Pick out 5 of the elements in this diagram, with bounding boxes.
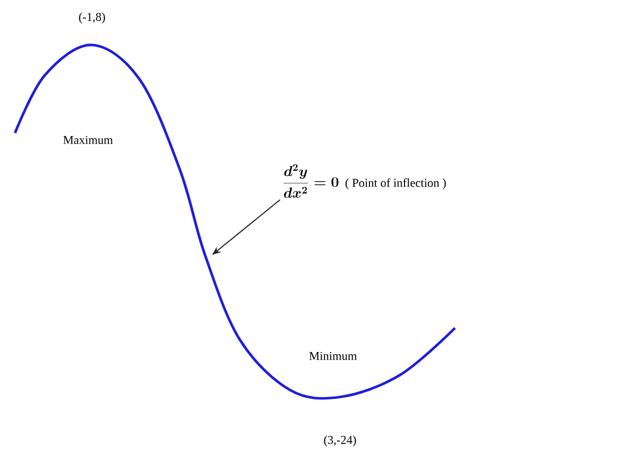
maximum-label: Maximum xyxy=(63,136,113,144)
minimum-label: Minimum xyxy=(309,352,357,360)
curve-drawing xyxy=(14,44,456,400)
coordinate-label: (3,-24) xyxy=(324,436,356,446)
coordinate-label: (-1,8) xyxy=(79,12,105,24)
